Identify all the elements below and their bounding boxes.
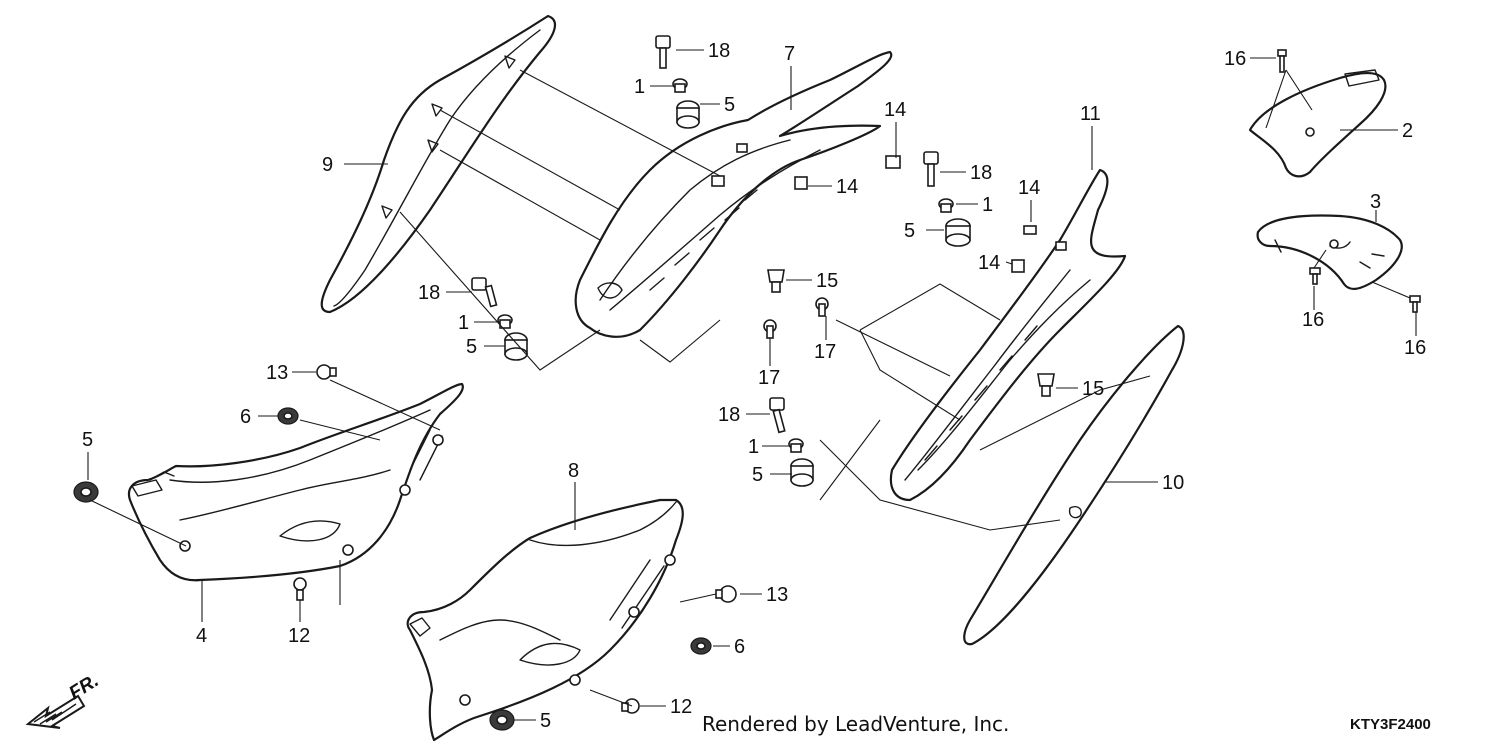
screw-16-b[interactable]	[1309, 267, 1321, 285]
bolt-18-right[interactable]	[923, 151, 939, 187]
callout-5: 5	[904, 220, 915, 242]
clip-14-a[interactable]	[885, 155, 901, 169]
callout-14: 14	[836, 176, 858, 198]
fastener-15-a[interactable]	[767, 269, 785, 293]
collar-1-top[interactable]	[672, 78, 688, 93]
callout-1: 1	[748, 436, 759, 458]
callout-14: 14	[884, 99, 906, 121]
callout-1: 1	[634, 76, 645, 98]
callout-10: 10	[1162, 472, 1184, 494]
grommet-5-left[interactable]	[504, 332, 528, 361]
part-8-center-side-cover[interactable]	[406, 498, 684, 742]
callout-1: 1	[458, 312, 469, 334]
bolt-18-left[interactable]	[471, 277, 498, 308]
grommet-5-top[interactable]	[676, 100, 700, 129]
callout-6: 6	[240, 406, 251, 428]
callout-18: 18	[418, 282, 440, 304]
callout-6: 6	[734, 636, 745, 658]
callout-12: 12	[670, 696, 692, 718]
direction-label: FR.	[66, 670, 103, 704]
clip-14-c[interactable]	[1023, 225, 1037, 235]
bolt-18-lower[interactable]	[769, 397, 786, 434]
callout-16: 16	[1302, 309, 1324, 331]
diagram-code: KTY3F2400	[1350, 716, 1431, 733]
callout-14: 14	[1018, 177, 1040, 199]
clip-14-d[interactable]	[1011, 259, 1025, 273]
grommet-5-bottom-left[interactable]	[73, 481, 99, 503]
callout-16: 16	[1404, 337, 1426, 359]
callout-17: 17	[758, 367, 780, 389]
callout-18: 18	[718, 404, 740, 426]
collar-1-lower[interactable]	[788, 438, 804, 453]
callouts: 18 1 5 7 9 14 14 15 18 1 5 17 17 18 1 5 …	[82, 40, 1426, 732]
callout-4: 4	[196, 625, 207, 647]
callout-3: 3	[1370, 191, 1381, 213]
screw-16-a[interactable]	[1277, 49, 1287, 73]
callout-15: 15	[1082, 378, 1104, 400]
clip-14-b[interactable]	[794, 176, 808, 190]
callout-17: 17	[814, 341, 836, 363]
washer-6-left[interactable]	[277, 407, 299, 425]
callout-7: 7	[784, 43, 795, 65]
collar-1-left[interactable]	[497, 314, 513, 329]
callout-15: 15	[816, 270, 838, 292]
callout-5: 5	[466, 336, 477, 358]
part-2-upper-cover[interactable]	[1248, 69, 1387, 178]
part-4-left-side-cover[interactable]	[127, 382, 464, 582]
callout-5: 5	[540, 710, 551, 732]
screw-17-a[interactable]	[763, 319, 777, 339]
collar-1-right[interactable]	[938, 198, 954, 213]
callout-13: 13	[766, 584, 788, 606]
callout-8: 8	[568, 460, 579, 482]
part-10-right-panel[interactable]	[963, 324, 1185, 646]
callout-5: 5	[724, 94, 735, 116]
callout-1: 1	[982, 194, 993, 216]
screw-17-b[interactable]	[815, 297, 829, 317]
callout-2: 2	[1402, 120, 1413, 142]
screw-16-c[interactable]	[1409, 295, 1421, 313]
front-direction-arrow: FR.	[25, 670, 103, 729]
part-11-right-cowl[interactable]	[889, 168, 1127, 502]
part-7-center-cowl[interactable]	[574, 50, 893, 338]
callout-9: 9	[322, 154, 333, 176]
render-credit: Rendered by LeadVenture, Inc.	[702, 712, 1010, 736]
part-9-upper-cowl[interactable]	[320, 14, 557, 314]
callout-13: 13	[266, 362, 288, 384]
callout-5: 5	[82, 429, 93, 451]
fastener-15-b[interactable]	[1037, 373, 1055, 397]
bolt-13-right[interactable]	[715, 585, 737, 603]
bolt-13-left[interactable]	[316, 364, 337, 380]
grommet-5-right[interactable]	[945, 218, 971, 247]
callout-16: 16	[1224, 48, 1246, 70]
part-3-bracket-cover[interactable]	[1256, 214, 1403, 290]
callout-12: 12	[288, 625, 310, 647]
callout-5: 5	[752, 464, 763, 486]
grommet-5-lower[interactable]	[790, 458, 814, 487]
grommet-5-bottom-center[interactable]	[489, 709, 515, 731]
bolt-18-top[interactable]	[655, 35, 671, 69]
leader-lines	[87, 49, 1417, 721]
bolt-12-left[interactable]	[293, 577, 307, 601]
callout-18: 18	[708, 40, 730, 62]
callout-11: 11	[1080, 103, 1101, 125]
washer-6-right[interactable]	[690, 637, 712, 655]
callout-14: 14	[978, 252, 1000, 274]
callout-18: 18	[970, 162, 992, 184]
